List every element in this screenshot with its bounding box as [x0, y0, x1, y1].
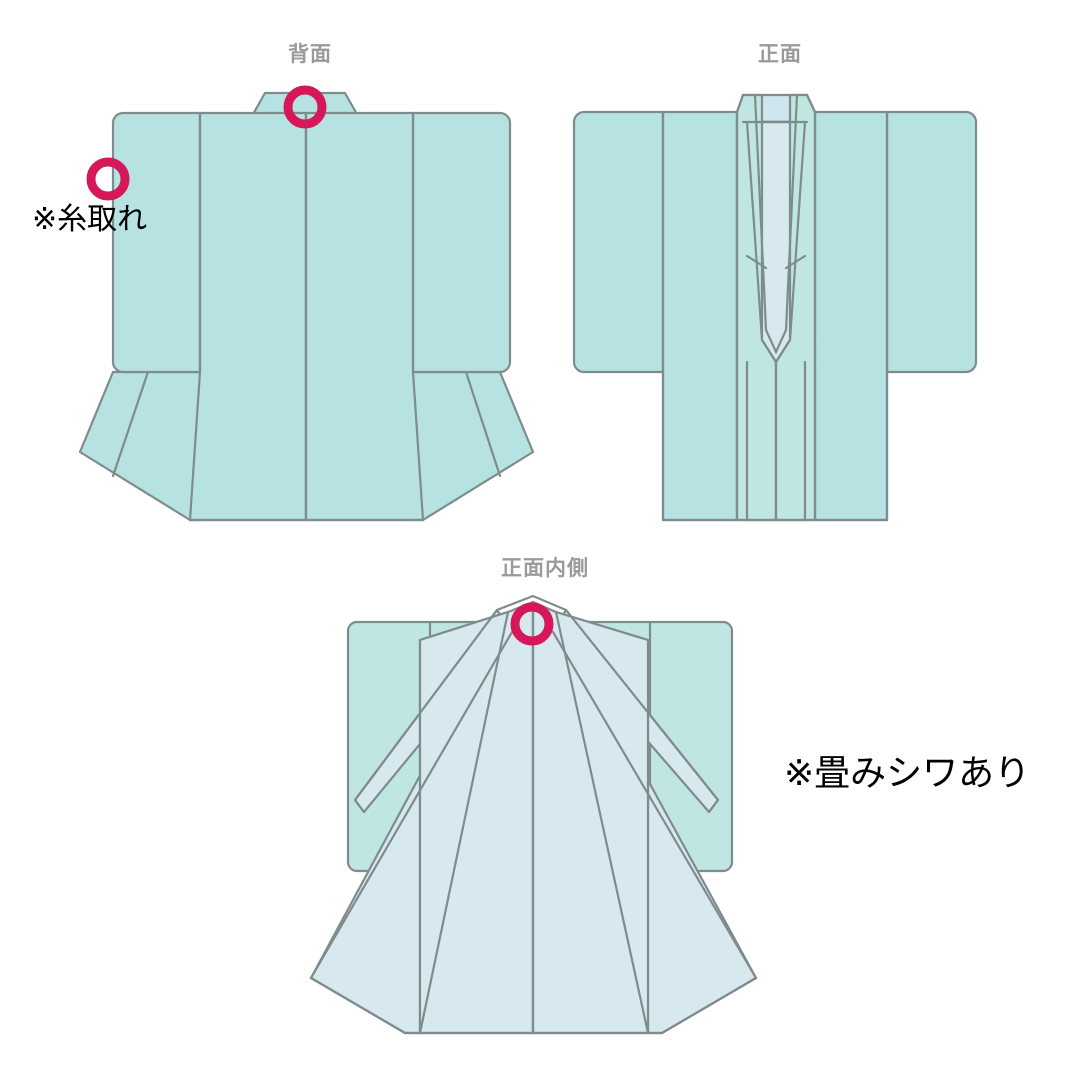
inner-collar-fold-left: [418, 610, 510, 1035]
front-sleeve-left: [572, 110, 665, 374]
view-title-inner-front: 正面内側: [501, 557, 589, 580]
view-title-front: 正面: [758, 43, 802, 66]
back-body-right-panel: [304, 111, 425, 522]
back-shoulder-marker-icon: [86, 157, 130, 201]
inner-collar-fold-right: [554, 610, 650, 1035]
inner-lining-peak: [495, 594, 568, 612]
back-body-left-panel: [188, 111, 308, 522]
front-body-left-panel: [661, 110, 739, 522]
note-fold-wrinkles: ※畳みシワあり: [784, 752, 1031, 793]
inner-flap-left-edge: [353, 608, 499, 814]
view-back: [78, 85, 535, 522]
front-collar-tick-right: [784, 254, 807, 270]
back-skirt-fold-right: [464, 370, 502, 478]
view-inner-front: [309, 594, 758, 1035]
back-collar-marker-icon: [283, 85, 327, 129]
inner-collar-marker-icon: [510, 602, 554, 646]
inner-lining-center-right: [531, 600, 650, 1035]
inner-lining-right-outer-edge: [551, 630, 758, 1035]
back-skirt-fold-left: [111, 370, 150, 478]
front-collar-tick-left: [745, 254, 768, 270]
back-sleeve-left: [111, 111, 202, 374]
front-collar-right-outer: [805, 93, 817, 522]
back-sleeve-right: [411, 111, 512, 374]
front-body-right-panel: [813, 110, 889, 522]
inner-flap-right-edge: [564, 608, 720, 814]
note-thread-loose: ※糸取れ: [32, 203, 148, 236]
front-collar-left-outer: [735, 93, 745, 522]
inner-lining-left-outer-edge: [309, 630, 514, 1035]
view-title-back: 背面: [288, 43, 332, 66]
front-sleeve-right: [885, 110, 978, 374]
front-collar-mid-v: [753, 93, 799, 355]
view-front: [572, 93, 978, 522]
inner-lining-center-left: [418, 600, 535, 1035]
